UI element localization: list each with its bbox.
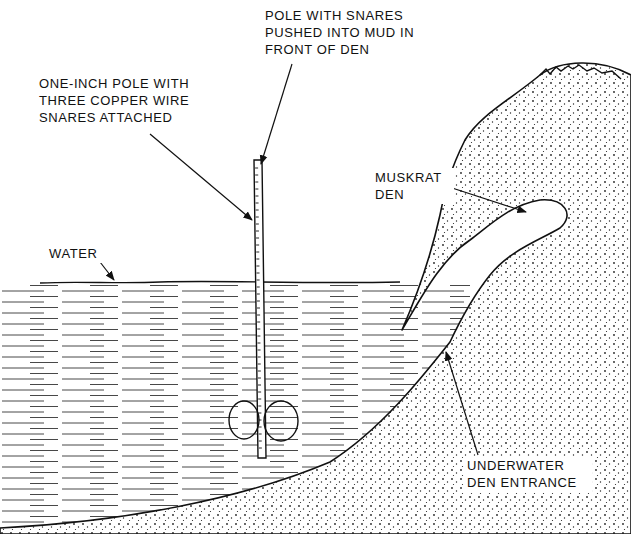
bank-top-edge bbox=[540, 65, 621, 79]
leader-line bbox=[150, 134, 252, 220]
bank-ground-stipple bbox=[0, 63, 631, 534]
leader-line bbox=[446, 186, 526, 212]
wire-snare bbox=[229, 401, 259, 439]
leader-line bbox=[100, 262, 114, 280]
bank-ground bbox=[0, 63, 631, 534]
leader-line bbox=[446, 352, 478, 455]
callout-label: WATER bbox=[46, 244, 122, 263]
leader-line bbox=[261, 64, 292, 164]
water-surface bbox=[40, 281, 400, 283]
callout-label: POLE WITH SNARES PUSHED INTO MUD IN FRON… bbox=[262, 6, 446, 59]
wire-snare bbox=[264, 401, 298, 441]
callout-label: MUSKRAT DEN bbox=[372, 168, 454, 204]
callout-label: ONE-INCH POLE WITH THREE COPPER WIRE SNA… bbox=[36, 74, 220, 127]
callout-label: UNDERWATER DEN ENTRANCE bbox=[464, 456, 592, 492]
snare-pole bbox=[254, 160, 266, 458]
